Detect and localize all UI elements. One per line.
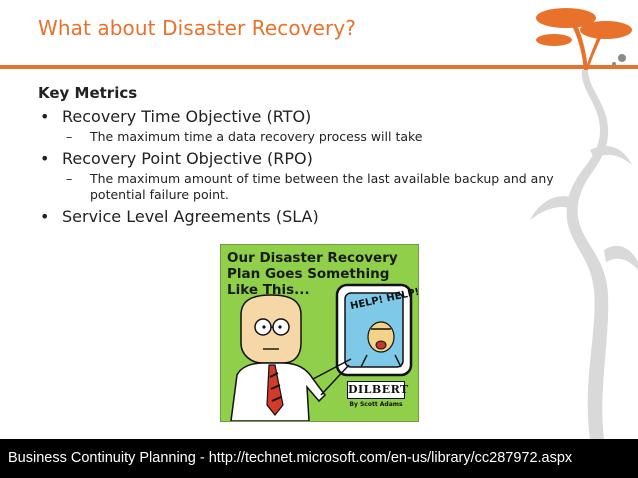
slide-title: What about Disaster Recovery?: [38, 16, 356, 40]
slide-content: Key Metrics • Recovery Time Objective (R…: [38, 84, 598, 227]
comic-caption: Our Disaster Recovery Plan Goes Somethin…: [227, 250, 398, 298]
key-metrics-heading: Key Metrics: [38, 84, 138, 102]
bullet-dot-icon: •: [40, 207, 50, 226]
bullet-dot-icon: •: [40, 149, 50, 168]
dilbert-logo: DILBERT: [347, 381, 408, 399]
bullet-sla-text: Service Level Agreements (SLA): [62, 207, 319, 226]
tree-illustration-icon: [530, 8, 638, 440]
title-divider: [0, 65, 638, 69]
bullet-rto: • Recovery Time Objective (RTO): [38, 106, 598, 127]
comic-byline: By Scott Adams: [349, 401, 403, 408]
sub-bullet-rpo: – The maximum amount of time between the…: [38, 171, 560, 203]
bullet-dot-icon: •: [40, 107, 50, 126]
sub-bullet-rto-text: The maximum time a data recovery process…: [90, 129, 423, 144]
sub-bullet-rpo-text: The maximum amount of time between the l…: [90, 171, 554, 202]
footer-source: Business Continuity Planning - http://te…: [0, 439, 638, 478]
comic-illustration: HELP! HELP!: [230, 283, 418, 421]
dilbert-comic: HELP! HELP! Our Disaster Recovery Plan G…: [220, 244, 419, 422]
dash-glyph: –: [66, 171, 73, 186]
bullet-rpo: • Recovery Point Objective (RPO): [38, 148, 598, 169]
bullet-sla: • Service Level Agreements (SLA): [38, 206, 598, 227]
bullet-rpo-text: Recovery Point Objective (RPO): [62, 149, 313, 168]
sub-bullet-rto: – The maximum time a data recovery proce…: [38, 129, 560, 145]
bullet-rto-text: Recovery Time Objective (RTO): [62, 107, 312, 126]
dash-glyph: –: [66, 129, 73, 144]
